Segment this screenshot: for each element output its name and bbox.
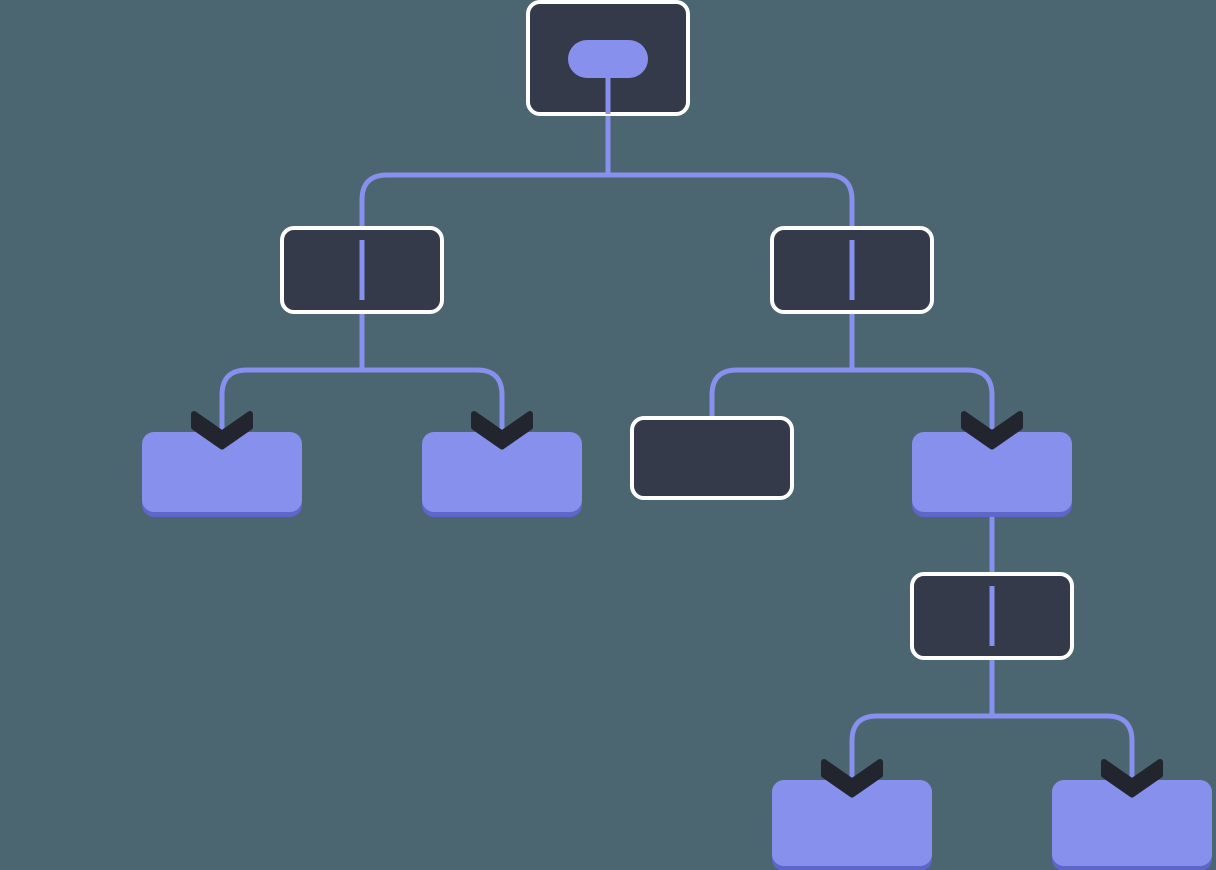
connector-split3-to-terminal (709, 367, 852, 418)
connector-split4-to-leaf-5 (992, 713, 1135, 786)
node-branch-left[interactable] (280, 226, 444, 314)
node-root[interactable] (526, 0, 690, 116)
arrowhead-leaf-2 (471, 411, 533, 450)
node-body (912, 432, 1072, 512)
connector-split-to-branch-right (608, 172, 855, 228)
connector-layer (219, 114, 1135, 786)
node-body (422, 432, 582, 512)
node-pill-icon (568, 40, 648, 78)
node-body (142, 432, 302, 512)
connector-split2-to-leaf-2 (362, 367, 505, 438)
node-body (1052, 780, 1212, 866)
node-body (772, 780, 932, 866)
node-leaf-1[interactable] (142, 432, 302, 517)
node-leaf-4[interactable] (772, 780, 932, 870)
arrowhead-leaf-5 (1101, 759, 1163, 798)
connector-split3-to-leaf-3 (852, 367, 995, 438)
connector-split4-to-leaf-4 (849, 713, 992, 786)
node-layer (142, 0, 1212, 870)
node-branch-right[interactable] (770, 226, 934, 314)
arrowhead-layer (191, 411, 1163, 798)
arrowhead-leaf-4 (821, 759, 883, 798)
node-leaf-2[interactable] (422, 432, 582, 517)
arrowhead-leaf-3 (961, 411, 1023, 450)
node-terminal-dark[interactable] (630, 416, 794, 500)
node-body (630, 416, 794, 500)
connector-split2-to-leaf-1 (219, 367, 362, 438)
connector-split-to-branch-left (359, 172, 608, 228)
arrowhead-leaf-1 (191, 411, 253, 450)
node-leaf-3[interactable] (912, 432, 1072, 517)
node-leaf-5[interactable] (1052, 780, 1212, 870)
node-branch-deep[interactable] (910, 572, 1074, 660)
